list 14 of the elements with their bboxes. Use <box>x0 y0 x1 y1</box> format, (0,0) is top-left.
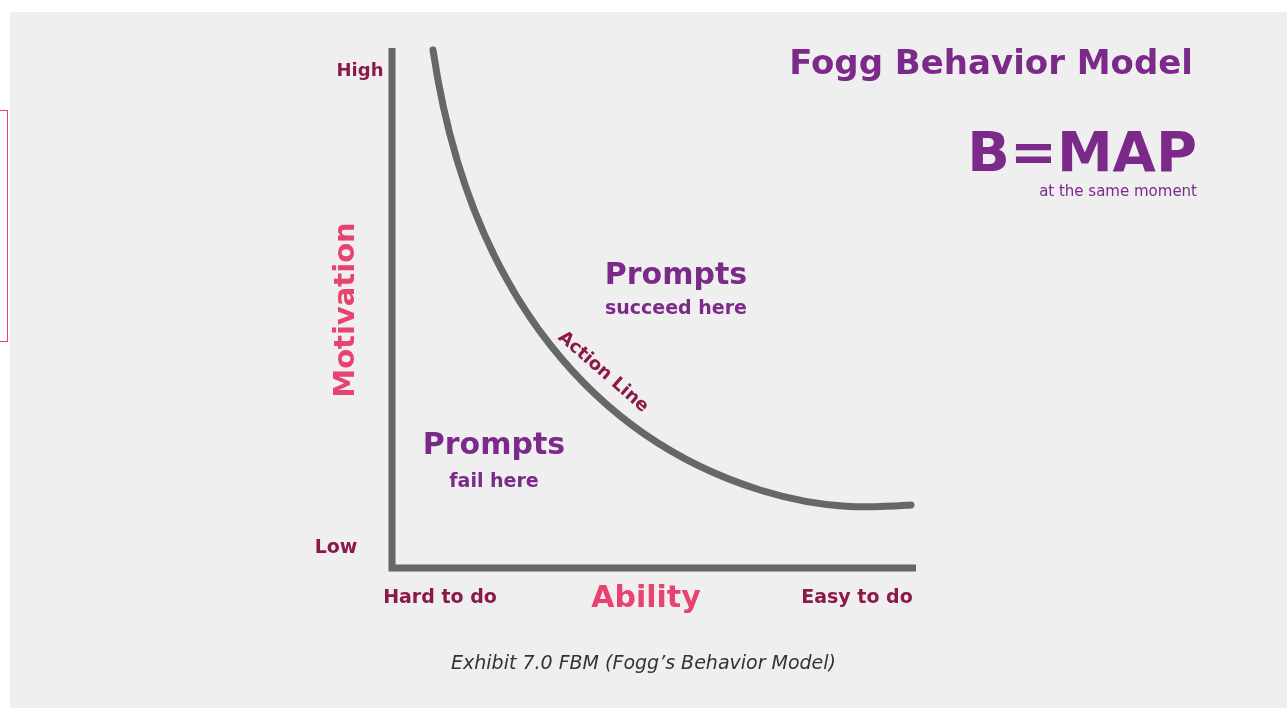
label: fail here <box>449 469 539 491</box>
label: Prompts <box>604 256 748 290</box>
label: Prompts <box>422 426 566 460</box>
label: B=MAP <box>967 121 1197 183</box>
label: Motivation <box>329 222 361 398</box>
label: Low <box>314 535 358 557</box>
caption: Exhibit 7.0 FBM (Fogg’s Behavior Model) <box>450 651 837 673</box>
label: High <box>336 60 384 80</box>
label: Hard to do <box>383 585 497 607</box>
label: succeed here <box>605 296 747 318</box>
label: at the same moment <box>1039 182 1197 200</box>
label: Easy to do <box>801 585 913 607</box>
label: Ability <box>591 579 701 613</box>
title: Fogg Behavior Model <box>789 42 1193 82</box>
